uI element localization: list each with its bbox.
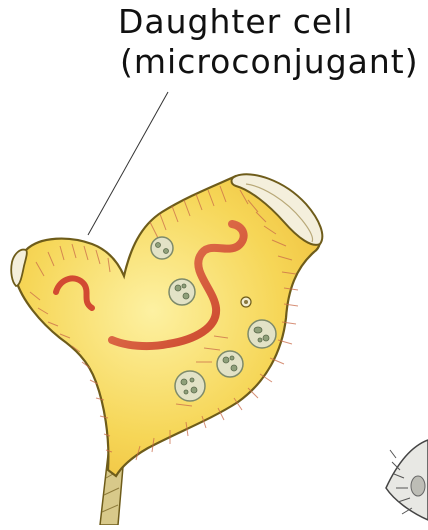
cell-body [15,176,320,476]
neighbor-cell [386,440,428,520]
label-line-1: Daughter cell [118,2,428,42]
diagram-label: Daughter cell (microconjugant) [118,2,428,82]
label-leader-line [88,92,168,235]
label-line-2: (microconjugant) [120,42,428,82]
contractile-vacuole [241,297,251,307]
